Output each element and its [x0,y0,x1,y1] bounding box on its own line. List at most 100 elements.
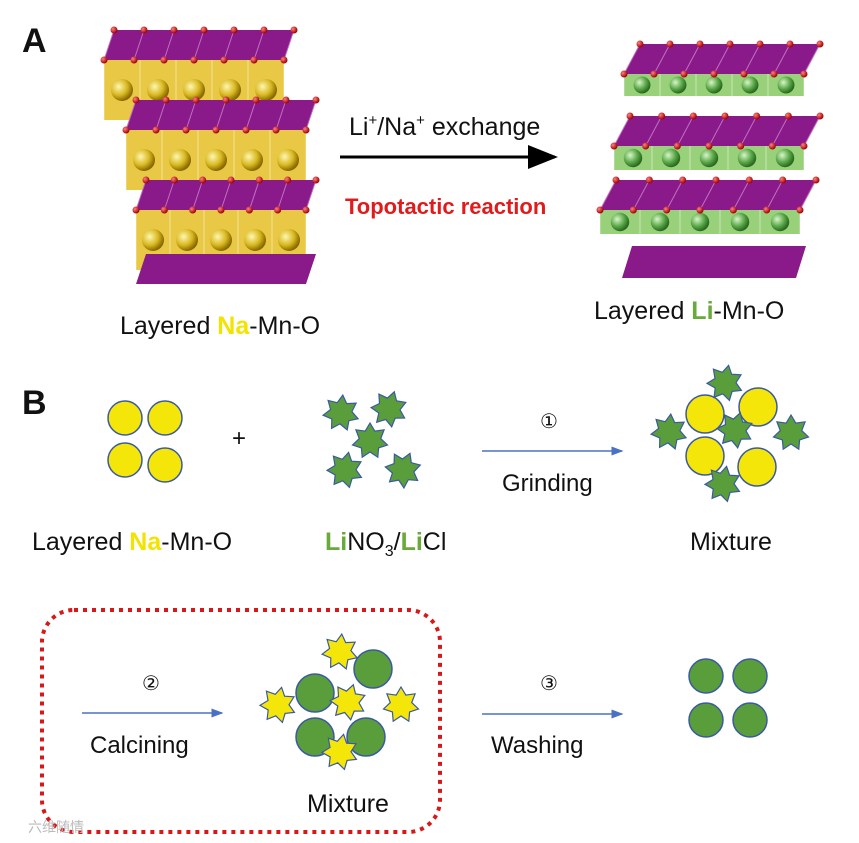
alkali-atom [169,149,191,171]
alkali-atom [176,229,198,251]
mixture-1-particles [649,364,810,503]
oxygen-atom [245,206,253,214]
oxygen-atom [302,126,310,134]
oxygen-atom [142,176,150,184]
particle-circle [685,436,725,476]
oxygen-atom [756,40,764,48]
alkali-atom [770,212,790,232]
octahedron-edge [623,43,641,75]
oxygen-atom [284,176,292,184]
octahedron-edge [803,43,821,75]
particle-star [351,421,389,459]
li-product-particles [688,658,768,738]
na-particle [147,447,183,483]
alkali-atom [255,79,277,101]
octahedron-edge [223,29,235,61]
oxygen-atom [170,26,178,34]
alkali-atom [775,148,795,168]
particle-circle [346,717,386,757]
particle-circle [295,717,335,757]
oxygen-atom [729,206,737,214]
oxygen-atom [152,126,160,134]
alkali-atom [690,212,710,232]
oxygen-atom [100,56,108,64]
right-crystal-caption: Layered Li-Mn-O [594,297,784,325]
oxygen-atom [770,70,778,78]
oxygen-atom [626,112,634,120]
particle-circle [738,387,778,427]
step-3-number: ③ [540,671,558,695]
octahedron-edge [215,99,227,131]
oxygen-atom [636,40,644,48]
alkali-atom [669,76,687,94]
octahedron-edge [248,179,260,211]
alkali-atom [705,76,723,94]
octahedron-edge [305,99,317,131]
step-1-label: Grinding [502,470,593,497]
alkali-atom [147,79,169,101]
alkali-atom [737,148,757,168]
oxygen-atom [673,142,681,150]
particle-star [382,685,420,723]
li-particle [732,702,768,738]
oxygen-atom [160,56,168,64]
plus-sign: + [232,425,246,452]
oxygen-atom [620,70,628,78]
alkali-atom [661,148,681,168]
oxygen-atom [753,112,761,120]
particle-star [705,364,743,402]
octahedron-edge [192,179,204,211]
octahedron-edge [135,179,147,211]
oxygen-atom [745,176,753,184]
octahedron-edge [766,179,784,211]
mixture-2-label: Mixture [307,790,389,818]
octahedron-edge [699,179,717,211]
octahedron-edge [732,179,750,211]
alkali-atom [777,76,795,94]
oxygen-atom [110,26,118,34]
oxygen-atom [596,206,604,214]
particle-star [772,413,810,451]
particle-star [649,412,688,451]
alkali-atom [610,212,630,232]
oxygen-atom [666,40,674,48]
octahedron-edge [632,179,650,211]
particle-star [321,393,360,432]
alkali-atom [111,79,133,101]
octahedron-edge [155,99,167,131]
oxygen-atom [721,112,729,120]
oxygen-atom [629,206,637,214]
octahedron-edge [713,43,731,75]
li-particle [732,658,768,694]
na-mn-o-crystal-structure [100,26,320,284]
particle-star [369,390,407,428]
topotactic-reaction-label: Topotactic reaction [345,194,546,219]
oxygen-atom [200,26,208,34]
octahedron-edge [220,179,232,211]
particle-star [328,683,366,721]
li-particle [688,658,724,694]
particle-star [320,733,358,771]
mixture-2-particles [258,632,420,771]
octahedron-edge [708,115,726,147]
oxygen-atom [689,112,697,120]
step-2-label: Calcining [90,732,189,759]
step-3-label: Washing [491,732,583,759]
octahedron-edge [253,29,265,61]
octahedron-edge [743,43,761,75]
panel-b-label: B [22,384,47,422]
particle-star [703,465,741,503]
oxygen-atom [160,206,168,214]
alkali-atom [219,79,241,101]
oxygen-atom [784,112,792,120]
oxygen-atom [227,176,235,184]
oxygen-atom [302,206,310,214]
oxygen-atom [260,26,268,34]
octahedron-edge [275,99,287,131]
oxygen-atom [768,142,776,150]
li-mn-o-crystal-structure [596,40,824,278]
oxygen-atom [212,126,220,134]
oxygen-atom [650,70,658,78]
oxygen-atom [217,206,225,214]
